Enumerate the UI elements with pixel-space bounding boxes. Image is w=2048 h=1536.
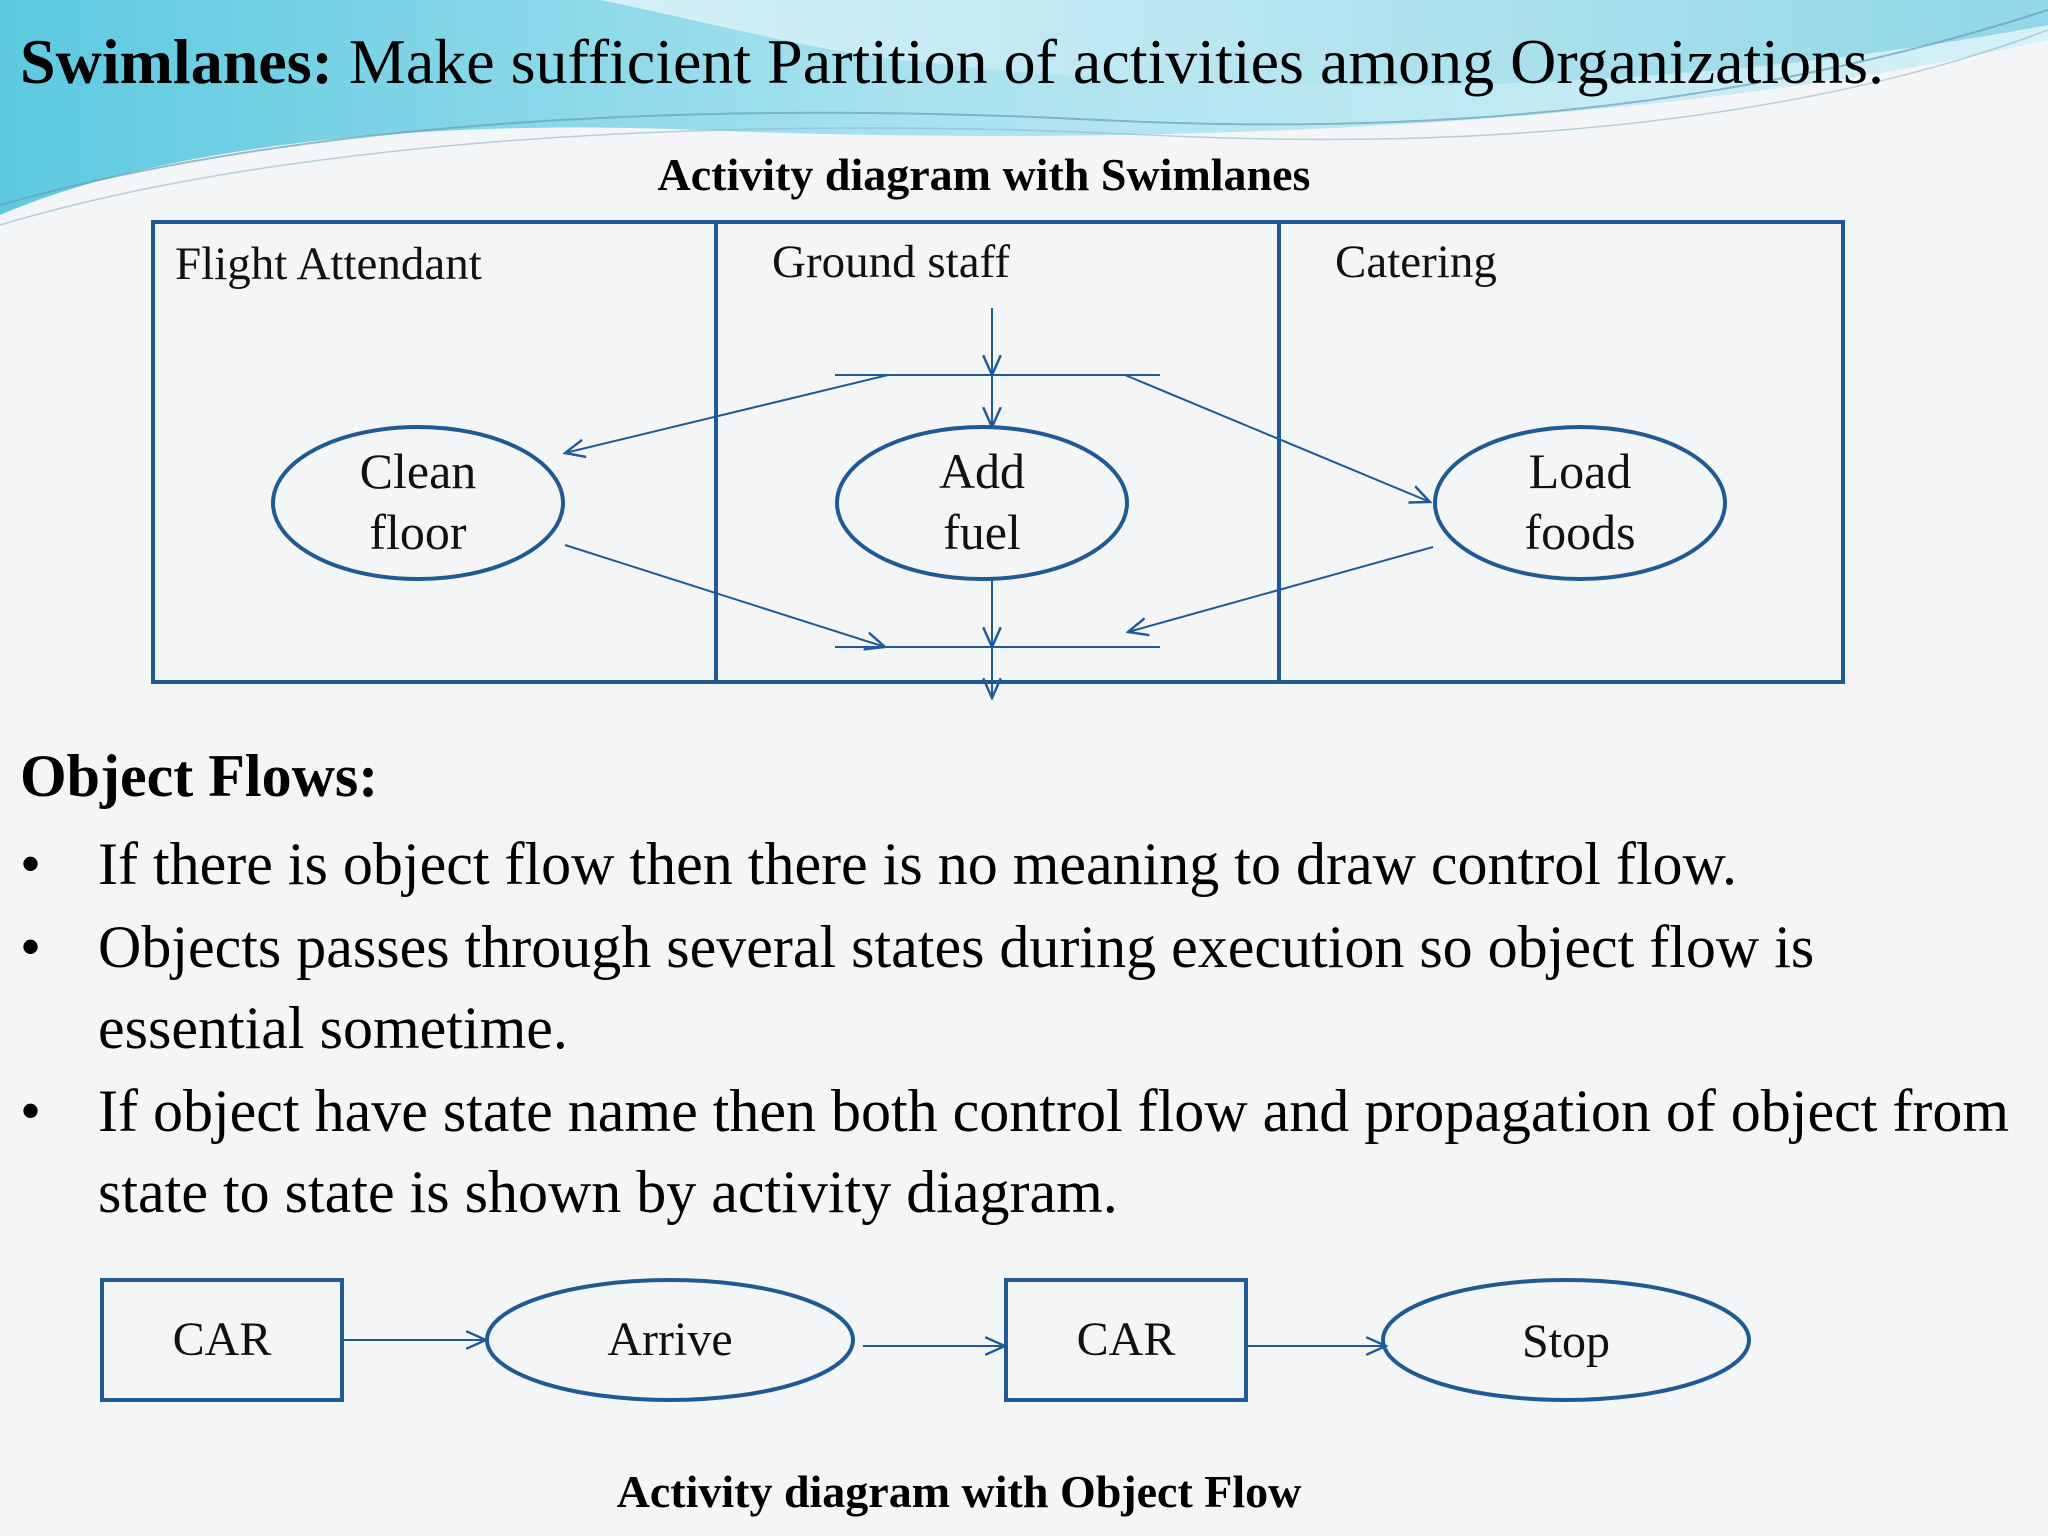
flow-load-foods-to-join — [1128, 546, 1434, 632]
activity-clean-floor: Clean floor — [298, 441, 538, 563]
activity-add-fuel-line-1: Add — [938, 443, 1026, 499]
activity-clean-floor-line-2: floor — [369, 504, 467, 560]
lane-label-ground-staff: Ground staff — [772, 236, 1011, 288]
activity-clean-floor-line-1: Clean — [359, 443, 477, 499]
activity-add-fuel: Add fuel — [862, 441, 1102, 563]
flow-fork-to-clean-floor — [565, 374, 889, 453]
lane-label-catering: Catering — [1335, 236, 1497, 288]
activity-stop: Stop — [1521, 1315, 1611, 1368]
activity-arrive: Arrive — [607, 1313, 733, 1366]
flow-fork-to-load-foods — [1124, 374, 1430, 502]
slide-title: Swimlanes: Make sufficient Partition of … — [20, 22, 1884, 102]
bullet-item: • If there is object flow then there is … — [20, 824, 2020, 905]
activity-load-foods-line-2: foods — [1524, 504, 1636, 560]
bullet-text: Objects passes through several states du… — [98, 914, 1815, 1061]
title-bold: Swimlanes: — [20, 26, 333, 97]
object-flows-heading: Object Flows: — [20, 743, 379, 809]
bullet-item: • If object have state name then both co… — [20, 1071, 2020, 1233]
activity-load-foods: Load foods — [1460, 441, 1700, 563]
activity-load-foods-shape — [1433, 425, 1727, 581]
activity-load-foods-line-1: Load — [1528, 443, 1632, 499]
bullet-item: • Objects passes through several states … — [20, 907, 2020, 1069]
swimlane-caption: Activity diagram with Swimlanes — [657, 149, 1311, 200]
lane-label-flight-attendant: Flight Attendant — [175, 238, 482, 290]
object-flows-bullet-list: • If there is object flow then there is … — [20, 824, 2020, 1235]
bullet-text: If there is object flow then there is no… — [98, 831, 1737, 897]
flow-clean-floor-to-join — [564, 544, 885, 647]
activity-add-fuel-shape — [835, 425, 1129, 581]
bullet-dot: • — [20, 1078, 42, 1144]
bullet-dot: • — [20, 831, 42, 897]
object-car-2: CAR — [1076, 1313, 1176, 1366]
title-rest: Make sufficient Partition of activities … — [332, 26, 1884, 97]
bullet-dot: • — [20, 914, 42, 980]
activity-clean-floor-shape — [271, 425, 565, 581]
activity-add-fuel-line-2: fuel — [943, 504, 1021, 560]
object-car-1: CAR — [172, 1313, 272, 1366]
object-flow-caption: Activity diagram with Object Flow — [616, 1466, 1302, 1517]
bullet-text: If object have state name then both cont… — [98, 1078, 2010, 1225]
